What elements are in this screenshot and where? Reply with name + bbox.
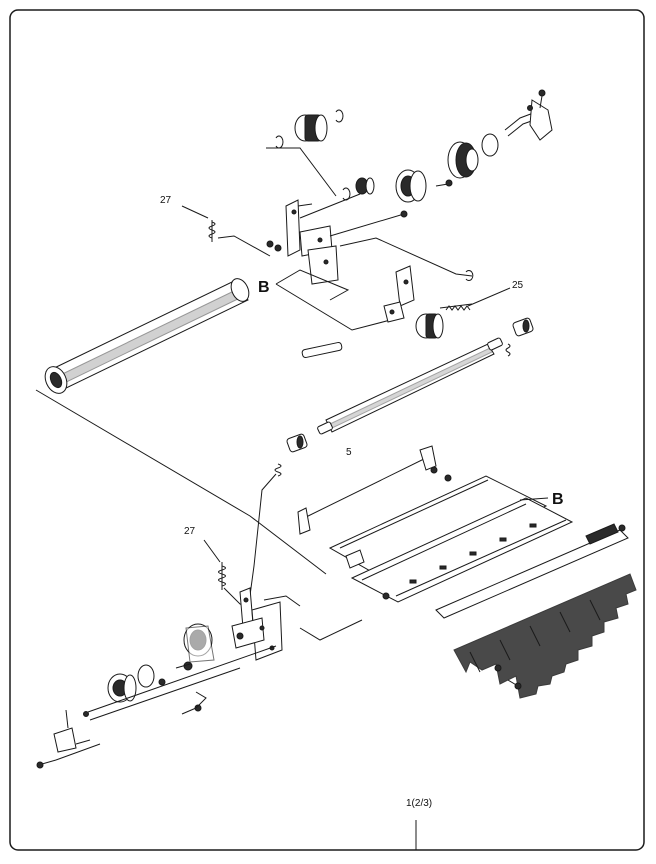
shaft-pin [301,341,343,359]
e-ring-1 [335,109,344,123]
lever-bottom-left [53,709,91,753]
vertical-bracket-top [266,199,339,285]
callout-27-bottom: 27 [184,526,196,537]
big-gear-top-right [447,141,479,179]
spring-27-top [208,220,216,242]
screw-mid [400,210,408,218]
callout-27-top: 27 [160,195,172,206]
bushing-bottom-left [107,673,137,703]
separator-brush [435,523,637,699]
lower-bracket-top [383,265,415,323]
spring-27-bottom [218,562,226,590]
guide-assembly [297,445,574,603]
lever-arm-top-right [504,89,553,141]
page-reference: 1(2/3) [406,798,432,809]
large-bushing-lower [183,623,215,663]
small-pulley [355,177,375,195]
bushing-lower [286,433,308,453]
screw-top-mid [435,179,453,187]
diagram-frame [9,9,645,851]
section-b-left: B [258,279,270,296]
small-gear-top [294,114,328,142]
lower-roller [317,337,503,435]
callout-25: 25 [512,280,524,291]
top-gear-assembly [181,89,553,359]
screw-bottom-1 [181,704,202,715]
spring-25 [439,303,473,311]
small-gear-mid [415,313,444,339]
upper-roller [44,278,250,394]
bushing-right [505,317,534,357]
section-b-right: B [552,491,564,508]
e-ring-2 [275,135,284,149]
ring-top-right [481,133,499,157]
callout-5: 5 [346,447,352,458]
large-bushing [395,169,427,203]
screw-bottom-2 [36,759,57,769]
lower-left-assembly [36,433,308,769]
leader-roller-lower [35,389,327,575]
